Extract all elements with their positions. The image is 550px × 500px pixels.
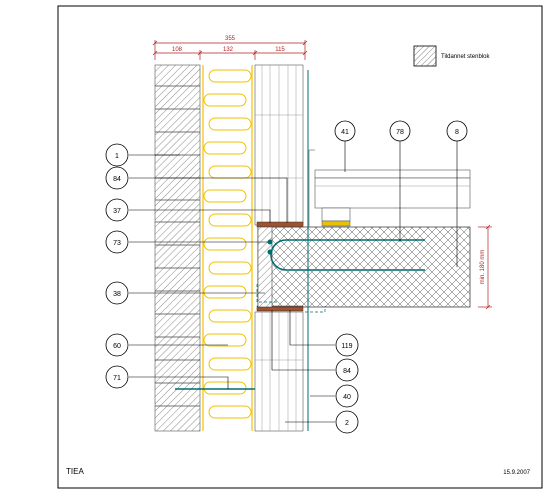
callout-8: 8 bbox=[446, 120, 468, 142]
footer-left-label: TIEA bbox=[66, 467, 84, 476]
svg-text:1: 1 bbox=[115, 153, 119, 160]
drawing-frame bbox=[57, 5, 543, 489]
svg-text:38: 38 bbox=[113, 291, 121, 298]
dimension-brick: 108 bbox=[172, 47, 183, 53]
insulation-layer bbox=[202, 65, 253, 431]
bearing-strip-top bbox=[256, 221, 304, 228]
callout-78: 78 bbox=[389, 120, 411, 142]
callout-84-lower: 84 bbox=[335, 358, 359, 382]
reinforcement-bars bbox=[270, 239, 425, 271]
dimension-slab-thickness: min. 180 mm bbox=[480, 250, 486, 285]
dimension-lines bbox=[152, 40, 492, 310]
svg-text:8: 8 bbox=[455, 129, 459, 136]
callout-119: 119 bbox=[335, 333, 359, 357]
callout-2: 2 bbox=[335, 410, 359, 434]
rebar-dot bbox=[267, 249, 273, 255]
concrete-slab bbox=[257, 226, 471, 308]
floor-buildup bbox=[308, 149, 471, 227]
callout-37: 37 bbox=[105, 198, 129, 222]
svg-text:71: 71 bbox=[113, 375, 121, 382]
leader-lines bbox=[129, 140, 458, 423]
callout-84-upper: 84 bbox=[105, 166, 129, 190]
footer-date: 15.9.2007 bbox=[503, 470, 530, 476]
svg-text:119: 119 bbox=[341, 343, 352, 350]
callout-41: 41 bbox=[334, 120, 356, 142]
dimension-insulation: 132 bbox=[223, 47, 234, 53]
svg-text:78: 78 bbox=[396, 129, 404, 136]
legend-swatch bbox=[413, 45, 437, 67]
dimension-total: 355 bbox=[225, 36, 236, 42]
callout-40: 40 bbox=[335, 384, 359, 408]
svg-text:73: 73 bbox=[113, 240, 121, 247]
svg-text:2: 2 bbox=[345, 420, 349, 427]
callout-73: 73 bbox=[105, 230, 129, 254]
dimension-inner-leaf: 115 bbox=[275, 47, 285, 53]
svg-text:60: 60 bbox=[113, 343, 121, 350]
callout-60: 60 bbox=[105, 333, 129, 357]
callout-1: 1 bbox=[105, 143, 129, 167]
svg-text:37: 37 bbox=[113, 208, 121, 215]
svg-text:40: 40 bbox=[343, 394, 351, 401]
svg-text:84: 84 bbox=[343, 368, 351, 375]
inner-leaf-wall bbox=[254, 64, 309, 432]
rebar-dot bbox=[267, 239, 273, 245]
legend-label: Tildannet stenblok bbox=[441, 54, 490, 60]
svg-text:41: 41 bbox=[341, 129, 349, 136]
svg-text:84: 84 bbox=[113, 176, 121, 183]
brick-wall bbox=[154, 64, 201, 432]
callout-38: 38 bbox=[105, 281, 129, 305]
callout-71: 71 bbox=[105, 365, 129, 389]
